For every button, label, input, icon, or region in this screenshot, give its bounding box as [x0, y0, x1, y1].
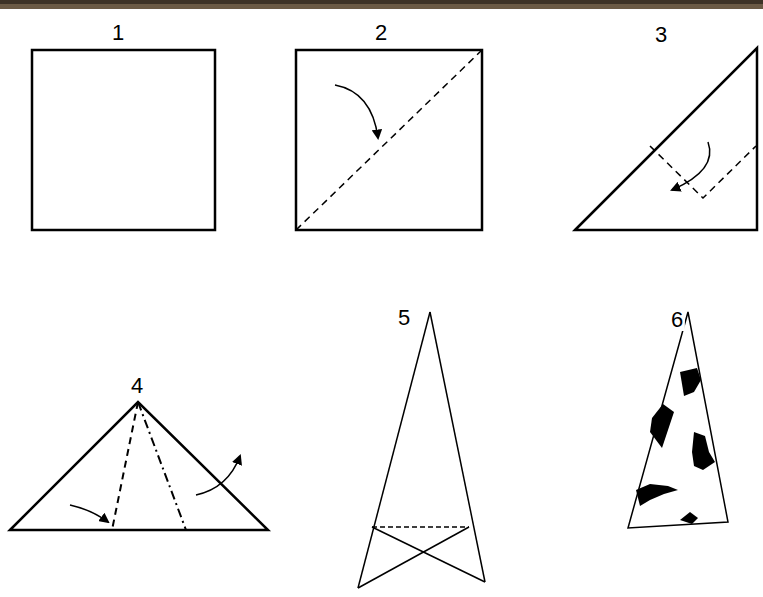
- step-number: 4: [129, 375, 145, 397]
- step-number: 1: [110, 22, 126, 44]
- step-number: 5: [396, 307, 412, 329]
- step-number: 3: [653, 24, 669, 46]
- step-number: 2: [373, 22, 389, 44]
- step-number: 6: [669, 309, 685, 331]
